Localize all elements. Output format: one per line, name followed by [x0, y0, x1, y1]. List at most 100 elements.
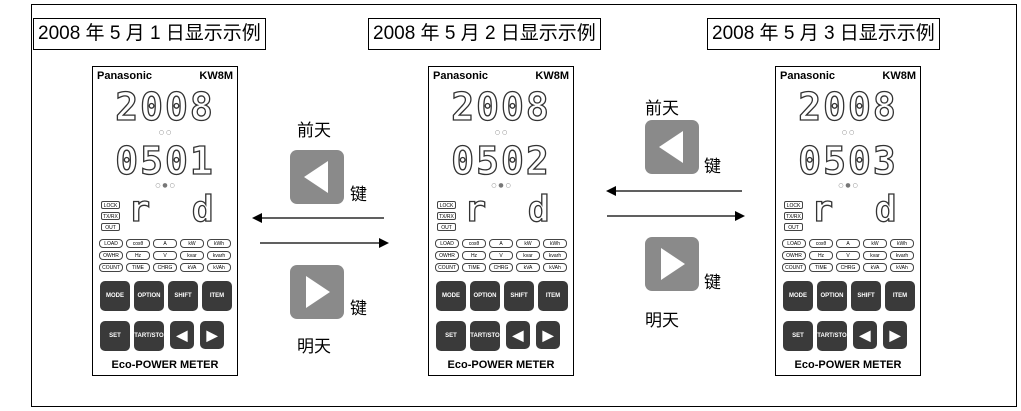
prev-day-label-right: 前天 — [645, 99, 679, 119]
key-mode[interactable]: MODE — [783, 281, 813, 311]
unit-indicator: kWh — [890, 239, 914, 248]
key-shift[interactable]: SHIFT — [168, 281, 198, 311]
unit-indicator: COUNT — [435, 263, 459, 272]
figure-frame — [31, 4, 1017, 407]
unit-indicator: TIME — [809, 263, 833, 272]
lcd-date: 0502 — [451, 138, 551, 183]
unit-indicator: kvar — [516, 251, 540, 260]
left-arrow-icon — [304, 161, 328, 193]
indicator-led: OUT — [437, 223, 456, 231]
brand-logo: Panasonic — [433, 70, 489, 82]
meter-footer: Eco-POWER METER — [447, 359, 555, 371]
unit-indicator: kVAh — [543, 263, 567, 272]
next-day-label-left: 明天 — [297, 337, 331, 357]
prev-key[interactable]: ◀ — [170, 321, 194, 349]
brand-logo: Panasonic — [97, 70, 153, 82]
key-set[interactable]: SET — [100, 321, 130, 351]
unit-indicator: OWHR — [782, 251, 806, 260]
unit-indicator: A — [836, 239, 860, 248]
unit-indicator: kVAh — [207, 263, 231, 272]
indicator-led: OUT — [784, 223, 803, 231]
lcd-dots: ○ ● ○ — [491, 182, 511, 189]
unit-indicator: Hz — [809, 251, 833, 260]
left-arrow-icon — [659, 131, 683, 163]
unit-indicator: kvarh — [543, 251, 567, 260]
unit-indicator: kVA — [863, 263, 887, 272]
unit-indicator: Hz — [126, 251, 150, 260]
lcd-year: 2008 — [451, 84, 551, 129]
lcd-dots: ○ ○ — [841, 129, 855, 136]
indicator-led: OUT — [101, 223, 120, 231]
unit-indicator: CHRG — [489, 263, 513, 272]
key-start-stop[interactable]: START/STOP — [813, 321, 851, 351]
key-mode[interactable]: MODE — [436, 281, 466, 311]
caption-day3: 2008 年 5 月 3 日显示示例 — [707, 18, 940, 50]
key-option[interactable]: OPTION — [470, 281, 500, 311]
model-label: KW8M — [882, 70, 916, 82]
key-start-stop[interactable]: START/STOP — [130, 321, 168, 351]
date-switch-arrows-left — [252, 213, 389, 248]
unit-indicator: V — [836, 251, 860, 260]
indicator-led: LOCK — [784, 201, 803, 209]
key-item[interactable]: ITEM — [538, 281, 568, 311]
unit-indicator: CHRG — [836, 263, 860, 272]
unit-indicator: cosθ — [462, 239, 486, 248]
key-shift[interactable]: SHIFT — [851, 281, 881, 311]
prev-key[interactable]: ◀ — [853, 321, 877, 349]
unit-indicator: LOAD — [782, 239, 806, 248]
meter-footer: Eco-POWER METER — [111, 359, 219, 371]
date-switch-arrows-right — [606, 186, 745, 221]
unit-indicator: CHRG — [153, 263, 177, 272]
meter-footer: Eco-POWER METER — [794, 359, 902, 371]
next-day-label-right: 明天 — [645, 311, 679, 331]
unit-indicator: OWHR — [99, 251, 123, 260]
next-key[interactable]: ▶ — [200, 321, 224, 349]
unit-indicator: cosθ — [126, 239, 150, 248]
unit-indicator: LOAD — [99, 239, 123, 248]
key-option[interactable]: OPTION — [134, 281, 164, 311]
unit-indicator: kvarh — [890, 251, 914, 260]
key-set[interactable]: SET — [783, 321, 813, 351]
prev-day-key-right[interactable] — [645, 120, 699, 174]
brand-logo: Panasonic — [780, 70, 836, 82]
lcd-year: 2008 — [115, 84, 215, 129]
prev-day-key-left[interactable] — [290, 150, 344, 204]
caption-day2: 2008 年 5 月 2 日显示示例 — [368, 18, 601, 50]
unit-indicator: kVA — [180, 263, 204, 272]
next-key[interactable]: ▶ — [536, 321, 560, 349]
unit-indicator: kvar — [180, 251, 204, 260]
key-item[interactable]: ITEM — [885, 281, 915, 311]
unit-indicator: kvar — [863, 251, 887, 260]
key-mode[interactable]: MODE — [100, 281, 130, 311]
unit-indicator: COUNT — [782, 263, 806, 272]
next-day-key-left[interactable] — [290, 265, 344, 319]
unit-indicator: kvarh — [207, 251, 231, 260]
key-shift[interactable]: SHIFT — [504, 281, 534, 311]
prev-key[interactable]: ◀ — [506, 321, 530, 349]
lcd-dots: ○ ● ○ — [838, 182, 858, 189]
right-arrow-icon — [661, 248, 685, 280]
key-start-stop[interactable]: START/STOP — [466, 321, 504, 351]
next-day-key-right[interactable] — [645, 237, 699, 291]
key-item[interactable]: ITEM — [202, 281, 232, 311]
lcd-mode: r d — [811, 188, 907, 230]
unit-indicator: kWh — [543, 239, 567, 248]
lcd-year: 2008 — [798, 84, 898, 129]
lcd-dots: ○ ○ — [158, 129, 172, 136]
unit-indicator: kW — [180, 239, 204, 248]
unit-indicator: kVA — [516, 263, 540, 272]
key-set[interactable]: SET — [436, 321, 466, 351]
key-label-right-top: 键 — [704, 157, 721, 177]
lcd-dots: ○ ● ○ — [155, 182, 175, 189]
lcd-date: 0503 — [798, 138, 898, 183]
next-key[interactable]: ▶ — [883, 321, 907, 349]
model-label: KW8M — [535, 70, 569, 82]
key-option[interactable]: OPTION — [817, 281, 847, 311]
unit-indicator: TIME — [126, 263, 150, 272]
key-label-right-bottom: 键 — [704, 273, 721, 293]
model-label: KW8M — [199, 70, 233, 82]
unit-indicator: Hz — [462, 251, 486, 260]
